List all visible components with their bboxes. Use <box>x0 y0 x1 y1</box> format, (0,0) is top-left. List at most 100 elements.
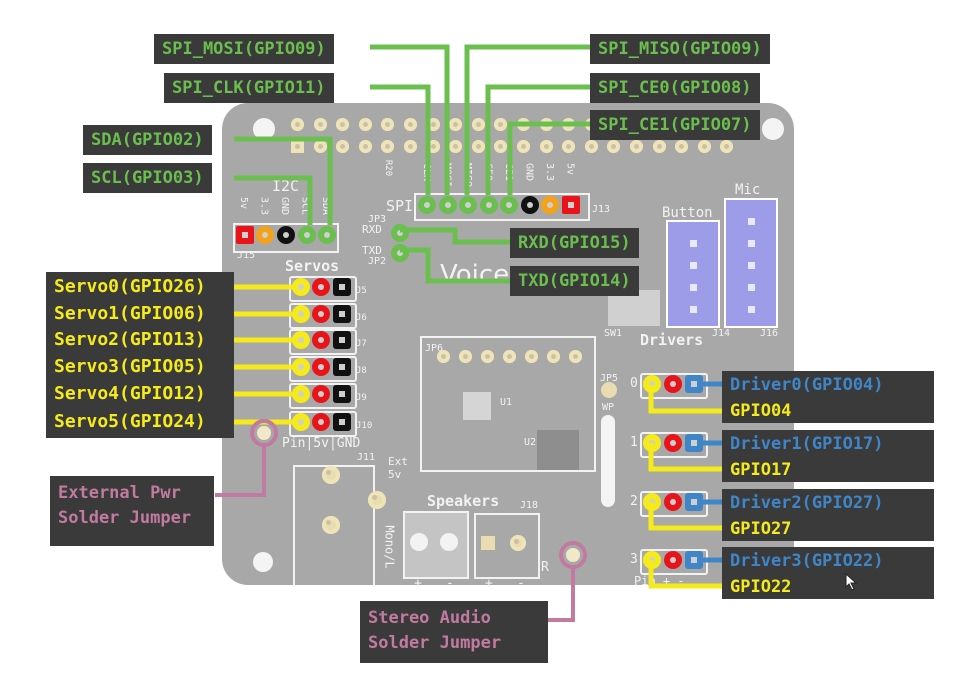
servo-signal-pin <box>292 358 310 376</box>
label-i2c-scl: SCL(GPIO03) <box>83 163 212 193</box>
gpio-header-hole <box>404 140 417 153</box>
driver-signal-pin <box>643 493 661 511</box>
speaker-right-pad-square <box>481 536 495 550</box>
voice-module-hole <box>569 350 582 363</box>
spk-plus-1: + <box>414 576 422 591</box>
servo-jumper-ref: J5 <box>356 286 367 296</box>
label-driver3-gpio: GPIO22 <box>730 577 792 597</box>
j14-ref: J14 <box>712 328 731 339</box>
button-connector <box>666 220 720 328</box>
rxd-pad <box>391 224 409 242</box>
spk-minus-2: - <box>517 576 525 591</box>
u2-ref: U2 <box>524 437 537 448</box>
servo-5v-pin <box>312 331 330 349</box>
spi-pin-label: CE1 <box>503 163 514 182</box>
mono-silk: Mono/L <box>382 525 397 569</box>
mounting-hole <box>253 118 275 140</box>
spi-ref: J13 <box>592 204 611 215</box>
gpio-header-hole <box>426 140 440 153</box>
servo-gnd-pin <box>333 305 351 323</box>
spi-pin <box>520 196 539 214</box>
gpio-header-hole <box>517 140 530 153</box>
spi-pin <box>418 196 436 214</box>
servo-jumper-ref: J6 <box>356 313 367 323</box>
spi-pin-label: MISO <box>462 163 473 188</box>
label-stereo-line1: Stereo Audio <box>368 608 491 628</box>
servo-signal-pin <box>292 331 310 349</box>
j18-ref: J18 <box>520 500 539 511</box>
gpio-header-hole <box>358 140 372 153</box>
servo-gnd-pin <box>333 413 351 431</box>
driver-minus-pin <box>685 375 703 393</box>
label-servo5: Servo5(GPIO24) <box>54 411 206 432</box>
j16-ref: J16 <box>760 328 779 339</box>
servo-gnd-pin <box>333 358 351 376</box>
driver-index: 0 <box>630 376 638 391</box>
label-driver3: Driver3(GPIO22) <box>730 551 884 571</box>
speaker-left-pad <box>410 533 428 551</box>
spi-title: SPI <box>386 197 414 215</box>
gpio-header-hole <box>652 140 666 153</box>
driver-signal-pin <box>643 434 661 452</box>
gpio-header-hole <box>291 140 304 153</box>
voice-module-hole <box>459 350 472 363</box>
gpio-header-hole <box>471 118 485 131</box>
servo-gnd-pin <box>333 278 351 296</box>
label-servo3: Servo3(GPIO05) <box>54 356 206 377</box>
driver-plus-pin <box>664 493 682 511</box>
wp-silk: WP <box>602 402 615 413</box>
jp6-ref: JP6 <box>425 343 444 354</box>
label-spi-ce1: SPI_CE1(GPIO07) <box>590 110 760 140</box>
voice-module-hole <box>481 350 494 363</box>
i2c-pin-label: GND <box>279 197 290 216</box>
label-servo4: Servo4(GPIO12) <box>54 383 206 404</box>
i2c-ref: J15 <box>237 250 256 261</box>
servo-gnd-pin <box>333 331 351 349</box>
driver-index: 2 <box>630 494 638 509</box>
spi-pin <box>541 196 559 214</box>
driver-signal-pin <box>643 551 661 569</box>
spi-pin-label: 3.3 <box>544 163 555 182</box>
jp3-ref: JP3 <box>368 214 387 225</box>
txd-silk: TXD <box>362 244 382 257</box>
sw1-ref: SW1 <box>604 328 623 339</box>
r20-ref: R20 <box>383 159 394 177</box>
spi-pin <box>438 196 457 214</box>
servo-jumper-ref: J7 <box>356 339 367 349</box>
label-servo0: Servo0(GPIO26) <box>54 276 206 297</box>
gpio-header-hole <box>471 140 485 153</box>
spi-pin-label: GND <box>523 163 535 182</box>
driver-plus-pin <box>664 434 682 452</box>
speaker-right-terminal <box>474 513 540 579</box>
wp-pad <box>601 382 617 398</box>
i2c-pin-label: 3.3 <box>258 197 270 216</box>
i2c-pin-sda <box>318 226 336 244</box>
spk-plus-2: + <box>485 576 493 591</box>
i2c-pin-label: SCL <box>299 197 311 216</box>
gpio-header-hole <box>336 140 350 153</box>
gpio-header-hole <box>539 118 553 131</box>
driver-label-panel <box>722 430 934 482</box>
spi-pin-label: CLK <box>421 163 432 182</box>
gpio-header-hole <box>539 140 553 153</box>
i2c-pin-3v3 <box>256 226 274 244</box>
voice-module-hole <box>547 350 560 363</box>
gpio-header-hole <box>630 140 643 153</box>
voice-module-hole <box>437 350 450 363</box>
label-driver1: Driver1(GPIO17) <box>730 434 884 454</box>
gpio-header-hole <box>336 118 350 131</box>
voice-silk: Voice <box>440 260 510 290</box>
spi-pin <box>479 196 498 214</box>
label-stereo: Stereo Audio Solder Jumper <box>360 601 548 663</box>
driver-minus-pin <box>685 493 703 511</box>
label-uart-rxd: RXD(GPIO15) <box>510 228 639 258</box>
mounting-hole <box>253 552 273 572</box>
label-ext-pwr-line2: Solder Jumper <box>58 508 192 528</box>
spi-pin-label: CE0 <box>482 163 494 182</box>
servo-jumper-ref: J9 <box>356 393 367 403</box>
gpio-header-hole <box>426 118 440 131</box>
label-driver0: Driver0(GPIO04) <box>730 375 884 395</box>
gpio-header-hole <box>313 118 327 131</box>
gpio-header-hole <box>358 118 372 131</box>
i2c-pin-label: SDA <box>320 197 331 216</box>
